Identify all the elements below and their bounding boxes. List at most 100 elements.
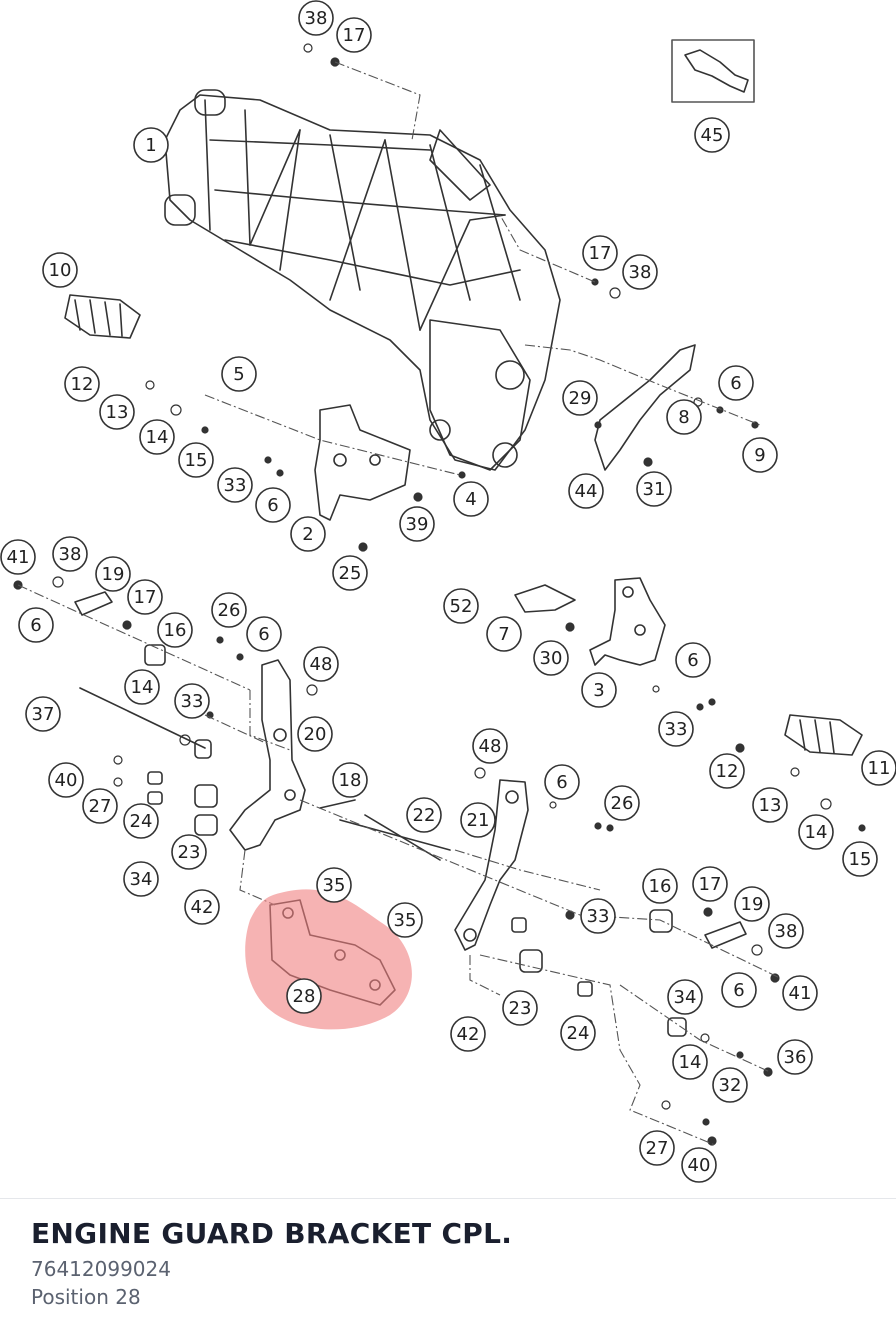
callout-13[interactable]: 13 xyxy=(752,787,788,823)
callout-27[interactable]: 27 xyxy=(639,1130,675,1166)
callout-19[interactable]: 19 xyxy=(734,886,770,922)
callout-circle xyxy=(861,750,896,786)
callout-48[interactable]: 48 xyxy=(472,728,508,764)
callout-23[interactable]: 23 xyxy=(502,990,538,1026)
callout-45[interactable]: 45 xyxy=(694,117,730,153)
callout-circle xyxy=(782,975,818,1011)
callout-14[interactable]: 14 xyxy=(672,1044,708,1080)
callout-6[interactable]: 6 xyxy=(255,487,291,523)
callout-37[interactable]: 37 xyxy=(25,696,61,732)
callout-2[interactable]: 2 xyxy=(290,516,326,552)
callout-9[interactable]: 9 xyxy=(742,437,778,473)
callout-38[interactable]: 38 xyxy=(622,254,658,290)
callout-19[interactable]: 19 xyxy=(95,556,131,592)
callout-32[interactable]: 32 xyxy=(712,1067,748,1103)
callout-17[interactable]: 17 xyxy=(692,866,728,902)
callout-label: 30 xyxy=(540,648,563,669)
callout-17[interactable]: 17 xyxy=(336,17,372,53)
callout-12[interactable]: 12 xyxy=(709,753,745,789)
callout-circle xyxy=(286,978,322,1014)
callout-6[interactable]: 6 xyxy=(544,764,580,800)
callout-29[interactable]: 29 xyxy=(562,380,598,416)
callout-33[interactable]: 33 xyxy=(174,683,210,719)
callout-16[interactable]: 16 xyxy=(642,868,678,904)
callout-1[interactable]: 1 xyxy=(133,127,169,163)
callout-44[interactable]: 44 xyxy=(568,473,604,509)
callout-35[interactable]: 35 xyxy=(316,867,352,903)
callout-33[interactable]: 33 xyxy=(658,711,694,747)
callout-34[interactable]: 34 xyxy=(123,861,159,897)
callout-17[interactable]: 17 xyxy=(582,235,618,271)
callout-circle xyxy=(667,979,703,1015)
callout-circle xyxy=(460,802,496,838)
callout-26[interactable]: 26 xyxy=(604,785,640,821)
callout-41[interactable]: 41 xyxy=(0,539,36,575)
callout-6[interactable]: 6 xyxy=(18,607,54,643)
callout-label: 25 xyxy=(339,563,362,584)
callout-28[interactable]: 28 xyxy=(286,978,322,1014)
callout-20[interactable]: 20 xyxy=(297,716,333,752)
callout-circle xyxy=(303,646,339,682)
callout-15[interactable]: 15 xyxy=(842,841,878,877)
callout-6[interactable]: 6 xyxy=(721,972,757,1008)
callout-3[interactable]: 3 xyxy=(581,672,617,708)
callout-15[interactable]: 15 xyxy=(178,442,214,478)
callout-16[interactable]: 16 xyxy=(157,612,193,648)
callout-26[interactable]: 26 xyxy=(211,592,247,628)
callout-25[interactable]: 25 xyxy=(332,555,368,591)
callout-circle xyxy=(842,841,878,877)
callout-38[interactable]: 38 xyxy=(52,536,88,572)
callout-6[interactable]: 6 xyxy=(718,365,754,401)
callout-14[interactable]: 14 xyxy=(124,669,160,705)
callout-33[interactable]: 33 xyxy=(580,898,616,934)
callout-label: 26 xyxy=(218,600,241,621)
callout-13[interactable]: 13 xyxy=(99,394,135,430)
callout-35[interactable]: 35 xyxy=(387,902,423,938)
callout-10[interactable]: 10 xyxy=(42,252,78,288)
callout-42[interactable]: 42 xyxy=(184,889,220,925)
callout-label: 20 xyxy=(304,724,327,745)
callout-40[interactable]: 40 xyxy=(681,1147,717,1183)
callout-31[interactable]: 31 xyxy=(636,471,672,507)
callout-label: 35 xyxy=(394,910,417,931)
callout-circle xyxy=(406,797,442,833)
callout-label: 48 xyxy=(310,654,333,675)
callout-6[interactable]: 6 xyxy=(246,616,282,652)
callout-18[interactable]: 18 xyxy=(332,762,368,798)
callout-24[interactable]: 24 xyxy=(123,803,159,839)
callout-circle xyxy=(171,834,207,870)
callout-52[interactable]: 52 xyxy=(443,588,479,624)
callout-11[interactable]: 11 xyxy=(861,750,896,786)
callout-36[interactable]: 36 xyxy=(777,1039,813,1075)
callout-38[interactable]: 38 xyxy=(298,0,334,36)
callout-5[interactable]: 5 xyxy=(221,356,257,392)
callout-40[interactable]: 40 xyxy=(48,762,84,798)
callout-17[interactable]: 17 xyxy=(127,579,163,615)
callout-22[interactable]: 22 xyxy=(406,797,442,833)
callout-8[interactable]: 8 xyxy=(666,399,702,435)
callout-label: 27 xyxy=(89,796,112,817)
callout-7[interactable]: 7 xyxy=(486,616,522,652)
callout-14[interactable]: 14 xyxy=(798,814,834,850)
part-name: ENGINE GUARD BRACKET CPL. xyxy=(31,1217,513,1250)
callout-42[interactable]: 42 xyxy=(450,1016,486,1052)
callout-27[interactable]: 27 xyxy=(82,788,118,824)
callout-12[interactable]: 12 xyxy=(64,366,100,402)
callout-34[interactable]: 34 xyxy=(667,979,703,1015)
callout-39[interactable]: 39 xyxy=(399,506,435,542)
callout-circle xyxy=(768,913,804,949)
callout-33[interactable]: 33 xyxy=(217,467,253,503)
callout-23[interactable]: 23 xyxy=(171,834,207,870)
callout-24[interactable]: 24 xyxy=(560,1015,596,1051)
callout-4[interactable]: 4 xyxy=(453,481,489,517)
callout-21[interactable]: 21 xyxy=(460,802,496,838)
callout-38[interactable]: 38 xyxy=(768,913,804,949)
callout-6[interactable]: 6 xyxy=(675,642,711,678)
callout-circle xyxy=(332,762,368,798)
callout-circle xyxy=(658,711,694,747)
callout-48[interactable]: 48 xyxy=(303,646,339,682)
callout-30[interactable]: 30 xyxy=(533,640,569,676)
callout-41[interactable]: 41 xyxy=(782,975,818,1011)
callout-14[interactable]: 14 xyxy=(139,419,175,455)
callout-label: 23 xyxy=(509,998,532,1019)
